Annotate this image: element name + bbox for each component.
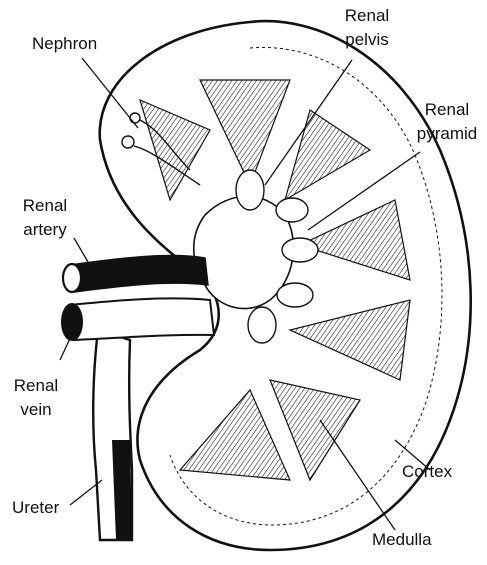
label-renal-vein-line2: vein	[6, 400, 66, 420]
label-medulla: Medulla	[372, 530, 432, 550]
label-renal-pyramid-line1: Renal	[408, 100, 486, 120]
label-renal-pyramid-line2: pyramid	[408, 124, 486, 144]
label-nephron: Nephron	[32, 34, 97, 54]
renal-vein	[70, 298, 214, 340]
label-renal-pelvis-line1: Renal	[332, 6, 402, 26]
label-cortex: Cortex	[402, 462, 452, 482]
label-renal-artery-line1: Renal	[10, 196, 80, 216]
label-renal-vein-line1: Renal	[6, 376, 66, 396]
renal-artery	[70, 256, 208, 292]
label-renal-artery-line2: artery	[10, 220, 80, 240]
label-renal-pelvis-line2: pelvis	[332, 30, 402, 50]
label-ureter: Ureter	[12, 498, 59, 518]
renal-artery-opening	[63, 264, 81, 292]
